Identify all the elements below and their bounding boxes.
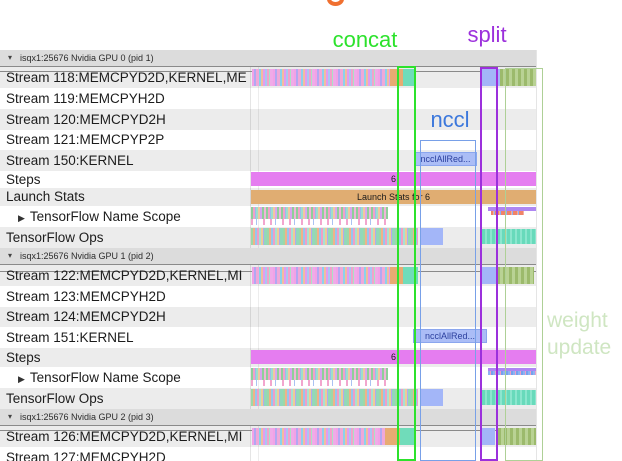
stream-122-weight-update-events[interactable] [497,267,534,284]
gpu0-header[interactable]: ▾ isqx1:25676 Nvidia GPU 0 (pid 1) [0,50,536,67]
tf-name-scope-gpu0[interactable]: ▶ TensorFlow Name Scope [6,206,181,229]
stream-126-split-event[interactable] [481,428,495,445]
row-launch-stats: Launch Stats Launch Stats for 6 [0,188,536,206]
stream-123-label: Stream 123:MEMCPYH2D [6,289,166,304]
step-bar-gpu0[interactable]: 6 [251,172,536,186]
stream-151-label: Stream 151:KERNEL [6,330,134,345]
tf-name-scope-right-event-gpu0[interactable] [488,207,536,211]
tf-name-scope-subevents-gpu1[interactable] [251,380,388,386]
stream-118-label: Stream 118:MEMCPYD2D,KERNEL,ME [6,70,247,85]
nccl-annotation-box [420,140,476,461]
stream-118-events[interactable] [252,69,390,86]
stream-118-split-event[interactable] [481,69,500,86]
stream-150-label: Stream 150:KERNEL [6,153,134,168]
row-steps-gpu0: Steps 6 [0,171,536,188]
stream-122-orange-event[interactable] [390,267,403,284]
step-number-gpu0: 6 [390,174,396,184]
row-stream-151: Stream 151:KERNEL ncclAllRed... [0,327,536,348]
tf-name-scope-right-event-gpu1[interactable] [488,368,536,371]
row-stream-119: Stream 119:MEMCPYH2D [0,88,536,109]
tf-name-scope-right-ticks-gpu0[interactable] [491,211,524,215]
row-stream-150: Stream 150:KERNEL ncclAllRed... [0,150,536,171]
stream-122-label: Stream 122:MEMCPYD2D,KERNEL,MI [6,268,243,283]
tf-ops-events-gpu1[interactable] [251,389,418,406]
stream-119-label: Stream 119:MEMCPYH2D [6,91,165,106]
tf-ops-label-gpu0: TensorFlow Ops [6,230,104,245]
stream-126-weight-update-events[interactable] [498,428,536,445]
weight-update-line2: update [547,336,612,359]
row-tf-name-scope-gpu0: ▶ TensorFlow Name Scope [0,206,536,227]
row-tf-name-scope-gpu1: ▶ TensorFlow Name Scope [0,367,536,388]
expand-triangle-icon[interactable]: ▶ [18,213,25,223]
stream-126-orange-event[interactable] [385,428,400,445]
weight-update-annotation-box [505,68,543,461]
row-stream-127: Stream 127:MEMCPYH2D [0,447,536,461]
steps-label-gpu0: Steps [6,172,41,187]
row-stream-123: Stream 123:MEMCPYH2D [0,286,536,307]
tf-ops-weight-events-gpu1[interactable] [482,390,536,405]
stream-121-label: Stream 121:MEMCPYP2P [6,132,165,147]
tf-name-scope-subevents-gpu0[interactable] [251,219,388,225]
step-bar-gpu1[interactable]: 6 [251,350,536,364]
row-stream-120: Stream 120:MEMCPYD2H [0,109,536,130]
stream-122-split-event[interactable] [481,267,497,284]
gpu0-header-label: isqx1:25676 Nvidia GPU 0 (pid 1) [20,53,154,63]
tf-ops-nccl-event-gpu0[interactable] [420,228,443,245]
tf-name-scope-events-gpu1[interactable] [251,368,388,380]
collapse-triangle-icon[interactable]: ▾ [8,53,13,62]
tf-name-scope-gpu1[interactable]: ▶ TensorFlow Name Scope [6,367,181,390]
expand-triangle-icon[interactable]: ▶ [18,374,25,384]
row-tf-ops-gpu1: TensorFlow Ops [0,388,536,409]
stream-118-weight-update-events[interactable] [500,69,536,86]
row-stream-124: Stream 124:MEMCPYD2H [0,307,536,327]
clipped-orange-glyph [327,0,344,6]
collapse-triangle-icon[interactable]: ▾ [8,412,13,421]
gpu2-header-label: isqx1:25676 Nvidia GPU 2 (pid 3) [20,412,154,422]
row-stream-121: Stream 121:MEMCPYP2P [0,130,536,150]
stream-120-label: Stream 120:MEMCPYD2H [6,112,166,127]
tf-ops-label-gpu1: TensorFlow Ops [6,391,104,406]
row-steps-gpu1: Steps 6 [0,348,536,367]
row-stream-126: Stream 126:MEMCPYD2D,KERNEL,MI [0,426,536,447]
gpu1-header-label: isqx1:25676 Nvidia GPU 1 (pid 2) [20,251,154,261]
launch-stats-bar[interactable]: Launch Stats for 6 [251,190,536,204]
tf-ops-weight-events-gpu0[interactable] [482,229,536,244]
stream-124-label: Stream 124:MEMCPYD2H [6,309,166,324]
gpu2-header[interactable]: ▾ isqx1:25676 Nvidia GPU 2 (pid 3) [0,409,536,426]
stream-126-label: Stream 126:MEMCPYD2D,KERNEL,MI [6,429,243,444]
nccl-allreduce-event-label: ncclAllRed... [424,331,476,341]
concat-annotation-label: concat [332,27,398,52]
steps-label-gpu1: Steps [6,350,41,365]
tf-ops-nccl-event-gpu1[interactable] [420,389,443,406]
row-stream-122: Stream 122:MEMCPYD2D,KERNEL,MI [0,265,536,286]
row-stream-118: Stream 118:MEMCPYD2D,KERNEL,ME [0,67,536,88]
tf-name-scope-label-gpu1: TensorFlow Name Scope [29,370,181,385]
stream-122-events[interactable] [252,267,390,284]
stream-118-orange-event[interactable] [390,69,403,86]
tf-name-scope-events-gpu0[interactable] [251,207,388,219]
stream-127-label: Stream 127:MEMCPYH2D [6,450,166,461]
concat-annotation-box [397,66,416,461]
gpu1-header[interactable]: ▾ isqx1:25676 Nvidia GPU 1 (pid 2) [0,248,536,265]
row-tf-ops-gpu0: TensorFlow Ops [0,227,536,248]
data-right-edge [536,50,537,461]
stream-118-concat-event[interactable] [403,69,415,86]
nccl-allreduce-event-label: ncclAllRed... [420,154,471,164]
split-annotation-box [480,67,498,461]
step-number-gpu1: 6 [390,352,396,362]
launch-stats-bar-label: Launch Stats for 6 [356,192,431,202]
collapse-triangle-icon[interactable]: ▾ [8,251,13,260]
tf-name-scope-label-gpu0: TensorFlow Name Scope [29,209,181,224]
weight-update-annotation-label: weight update [547,307,611,361]
weight-update-line1: weight [547,309,608,332]
stream-126-events[interactable] [252,428,385,445]
launch-stats-label: Launch Stats [6,189,85,204]
nccl-annotation-label: nccl [430,107,470,132]
nccl-allreduce-event-gpu1[interactable]: ncclAllRed... [413,329,487,343]
split-annotation-label: split [467,22,507,47]
tf-ops-events-gpu0[interactable] [251,228,418,245]
stream-126-concat-event[interactable] [400,428,415,445]
tf-name-scope-right-ticks-gpu1[interactable] [488,371,536,375]
